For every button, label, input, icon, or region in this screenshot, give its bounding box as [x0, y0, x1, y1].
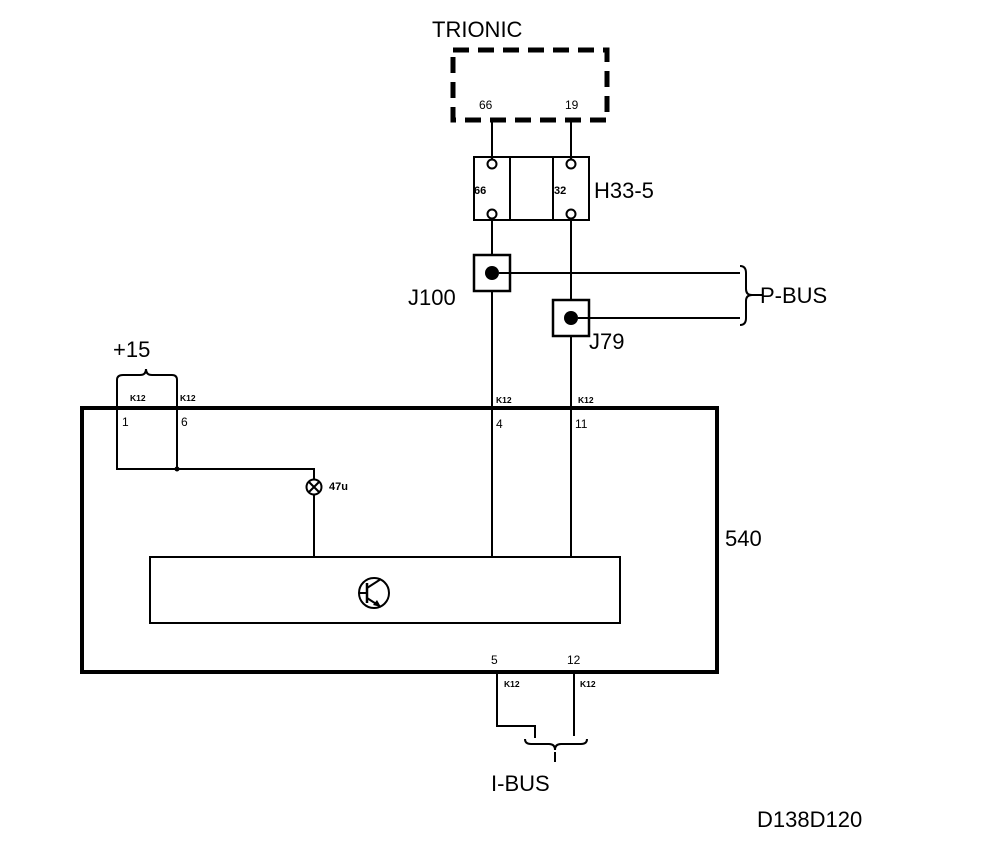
control-unit-block [149, 556, 621, 624]
pin-11-connector: K12 [578, 395, 594, 405]
wire-pin5-ibus [496, 672, 536, 738]
trionic-label: TRIONIC [432, 17, 523, 42]
j100-label: J100 [408, 285, 456, 310]
trionic-ecu-box [450, 47, 610, 123]
ibus-label: I-BUS [491, 771, 550, 796]
diagram-code: D138D120 [757, 807, 862, 832]
module-540-label: 540 [725, 526, 762, 551]
plus15-label: +15 [113, 337, 150, 362]
trionic-pin-66: 66 [479, 98, 493, 112]
junction-dot [174, 466, 180, 472]
j79-label: J79 [589, 329, 624, 354]
pin-12-connector: K12 [580, 679, 596, 689]
ibus-brace [524, 738, 588, 751]
splice-j100-dot [485, 266, 499, 280]
connector-h33-5 [473, 156, 590, 221]
wire-plus15-internal [116, 408, 315, 479]
pin-5-connector: K12 [504, 679, 520, 689]
pin-6-number: 6 [181, 415, 188, 429]
h33-pin-right: 32 [554, 185, 566, 197]
module-540-box [80, 406, 719, 674]
pin-1-number: 1 [122, 415, 129, 429]
pin-1-connector: K12 [130, 393, 146, 403]
plus15-brace [116, 368, 178, 386]
pin-5-number: 5 [491, 653, 498, 667]
transistor-icon [358, 577, 390, 609]
bulb-value: 47u [329, 481, 348, 493]
splice-j79-dot [564, 311, 578, 325]
bulb-icon [305, 478, 323, 496]
pin-12-number: 12 [567, 653, 581, 667]
h33-5-label: H33-5 [594, 178, 654, 203]
pbus-brace [739, 265, 753, 326]
pin-4-connector: K12 [496, 395, 512, 405]
trionic-pin-19: 19 [565, 98, 579, 112]
pbus-label: P-BUS [760, 283, 827, 308]
pin-4-number: 4 [496, 417, 503, 431]
pin-11-number: 11 [575, 417, 588, 431]
pin-6-connector: K12 [180, 393, 196, 403]
h33-pin-left: 66 [474, 185, 486, 197]
